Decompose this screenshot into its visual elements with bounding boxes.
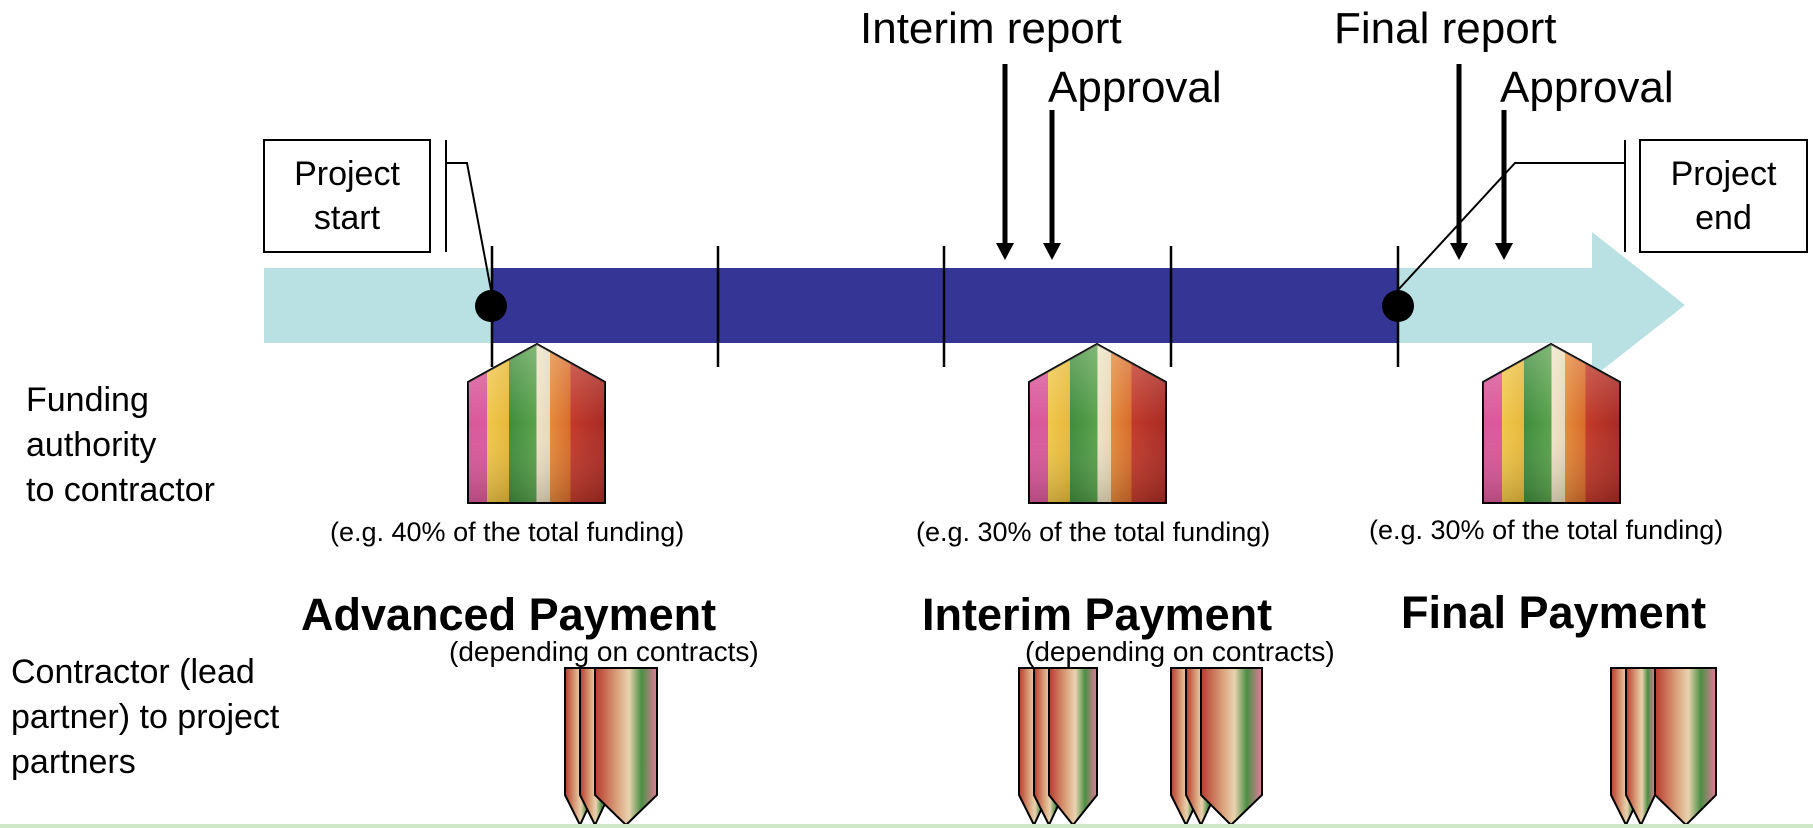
funding-authority-line1: Funding — [26, 381, 149, 419]
interim-report-label: Interim report — [860, 4, 1122, 53]
advanced-share-label: (e.g. 40% of the total funding) — [330, 517, 685, 547]
project-end-line1: Project — [1670, 155, 1777, 193]
euro-banknotes-icon — [467, 342, 606, 504]
funding-authority-label: Funding authority to contractor — [26, 378, 215, 513]
interim-payment-title: Interim Payment — [922, 589, 1273, 640]
euro-banknotes-stack-icon — [1018, 667, 1098, 828]
advanced-contract-note: (depending on contracts) — [449, 636, 759, 667]
project-start-dot — [475, 290, 507, 322]
final-report-label: Final report — [1334, 4, 1557, 53]
milestone-arrows — [996, 64, 1513, 260]
callout-lines — [445, 140, 1626, 291]
funding-authority-line2: authority — [26, 426, 157, 464]
bottom-strip — [0, 824, 1813, 828]
project-start-box: Project start — [263, 139, 431, 253]
contractor-line2: partner) to project — [11, 698, 280, 736]
project-start-line2: start — [313, 199, 381, 237]
final-share-label: (e.g. 30% of the total funding) — [1369, 515, 1724, 545]
contractor-label: Contractor (lead partner) to project par… — [11, 650, 279, 785]
euro-banknotes-icon — [1028, 342, 1167, 504]
euro-banknotes-stack-icon — [564, 667, 658, 828]
interim-approval-label: Approval — [1048, 63, 1222, 112]
euro-banknotes-icon — [1482, 342, 1621, 504]
project-end-box: Project end — [1639, 139, 1808, 253]
funding-authority-line3: to contractor — [26, 471, 215, 509]
interim-contract-note: (depending on contracts) — [1025, 636, 1335, 667]
interim-share-label: (e.g. 30% of the total funding) — [916, 517, 1271, 547]
final-payment-title: Final Payment — [1401, 587, 1707, 638]
euro-banknotes-stack-icon — [1610, 667, 1717, 828]
contractor-line3: partners — [11, 743, 136, 781]
contractor-line1: Contractor (lead — [11, 653, 255, 691]
final-approval-label: Approval — [1500, 63, 1674, 112]
advanced-payment-title: Advanced Payment — [301, 589, 717, 640]
euro-banknotes-stack-icon — [1170, 667, 1263, 828]
project-end-line2: end — [1695, 199, 1752, 237]
project-end-dot — [1382, 290, 1414, 322]
project-start-line1: Project — [294, 155, 400, 193]
